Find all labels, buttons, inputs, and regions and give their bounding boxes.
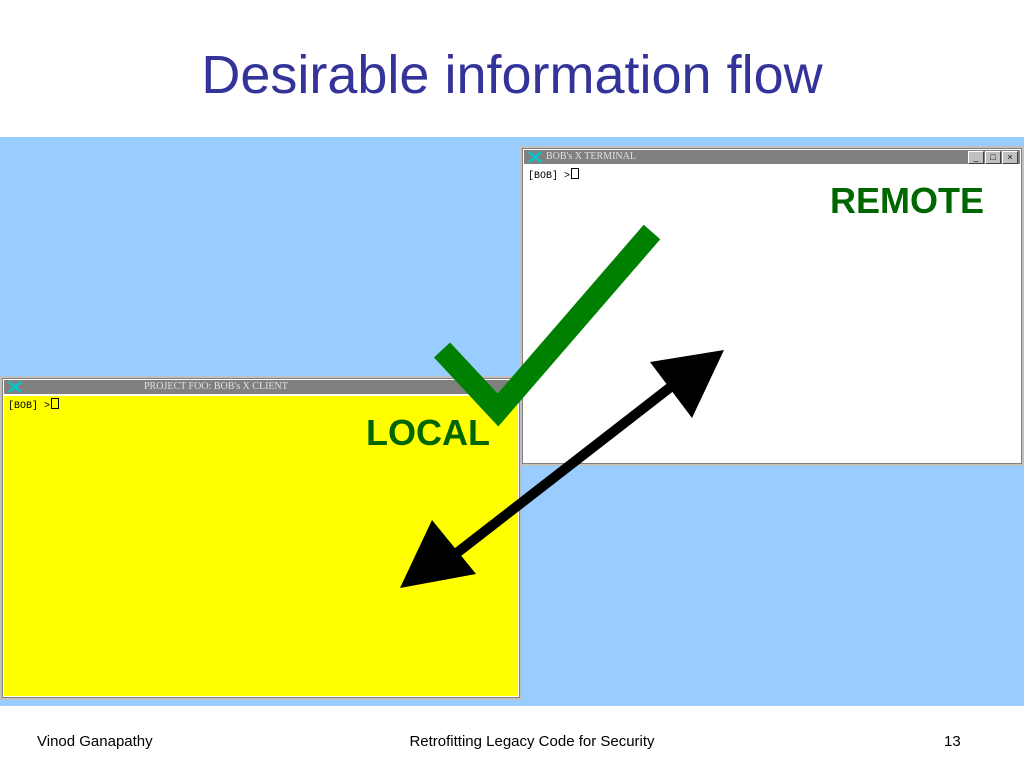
slide-title: Desirable information flow (201, 45, 823, 105)
local-label: LOCAL (366, 412, 490, 453)
local-client-window[interactable]: PROJECT FOO: BOB's X CLIENT [BOB] > (0, 376, 522, 700)
cursor (571, 168, 580, 179)
local-titlebar[interactable]: PROJECT FOO: BOB's X CLIENT (4, 380, 518, 394)
remote-label: REMOTE (830, 180, 985, 221)
remote-titlebar[interactable]: BOB's X TERMINAL _ □ × (524, 150, 1020, 164)
remote-window-title: BOB's X TERMINAL (546, 151, 636, 162)
x-logo-icon (528, 151, 542, 163)
maximize-button[interactable]: □ (985, 151, 1001, 164)
close-button[interactable]: × (1002, 151, 1018, 164)
local-prompt: [BOB] > (8, 398, 60, 412)
cursor (51, 398, 60, 409)
x-logo-icon (8, 381, 22, 393)
page-number: 13 (944, 733, 961, 750)
minimize-button[interactable]: _ (968, 151, 984, 164)
footer-title: Retrofitting Legacy Code for Security (409, 733, 655, 750)
local-window-title: PROJECT FOO: BOB's X CLIENT (144, 381, 288, 392)
remote-window-controls: _ □ × (968, 151, 1018, 164)
footer-author: Vinod Ganapathy (37, 733, 153, 750)
remote-prompt: [BOB] > (528, 168, 580, 182)
